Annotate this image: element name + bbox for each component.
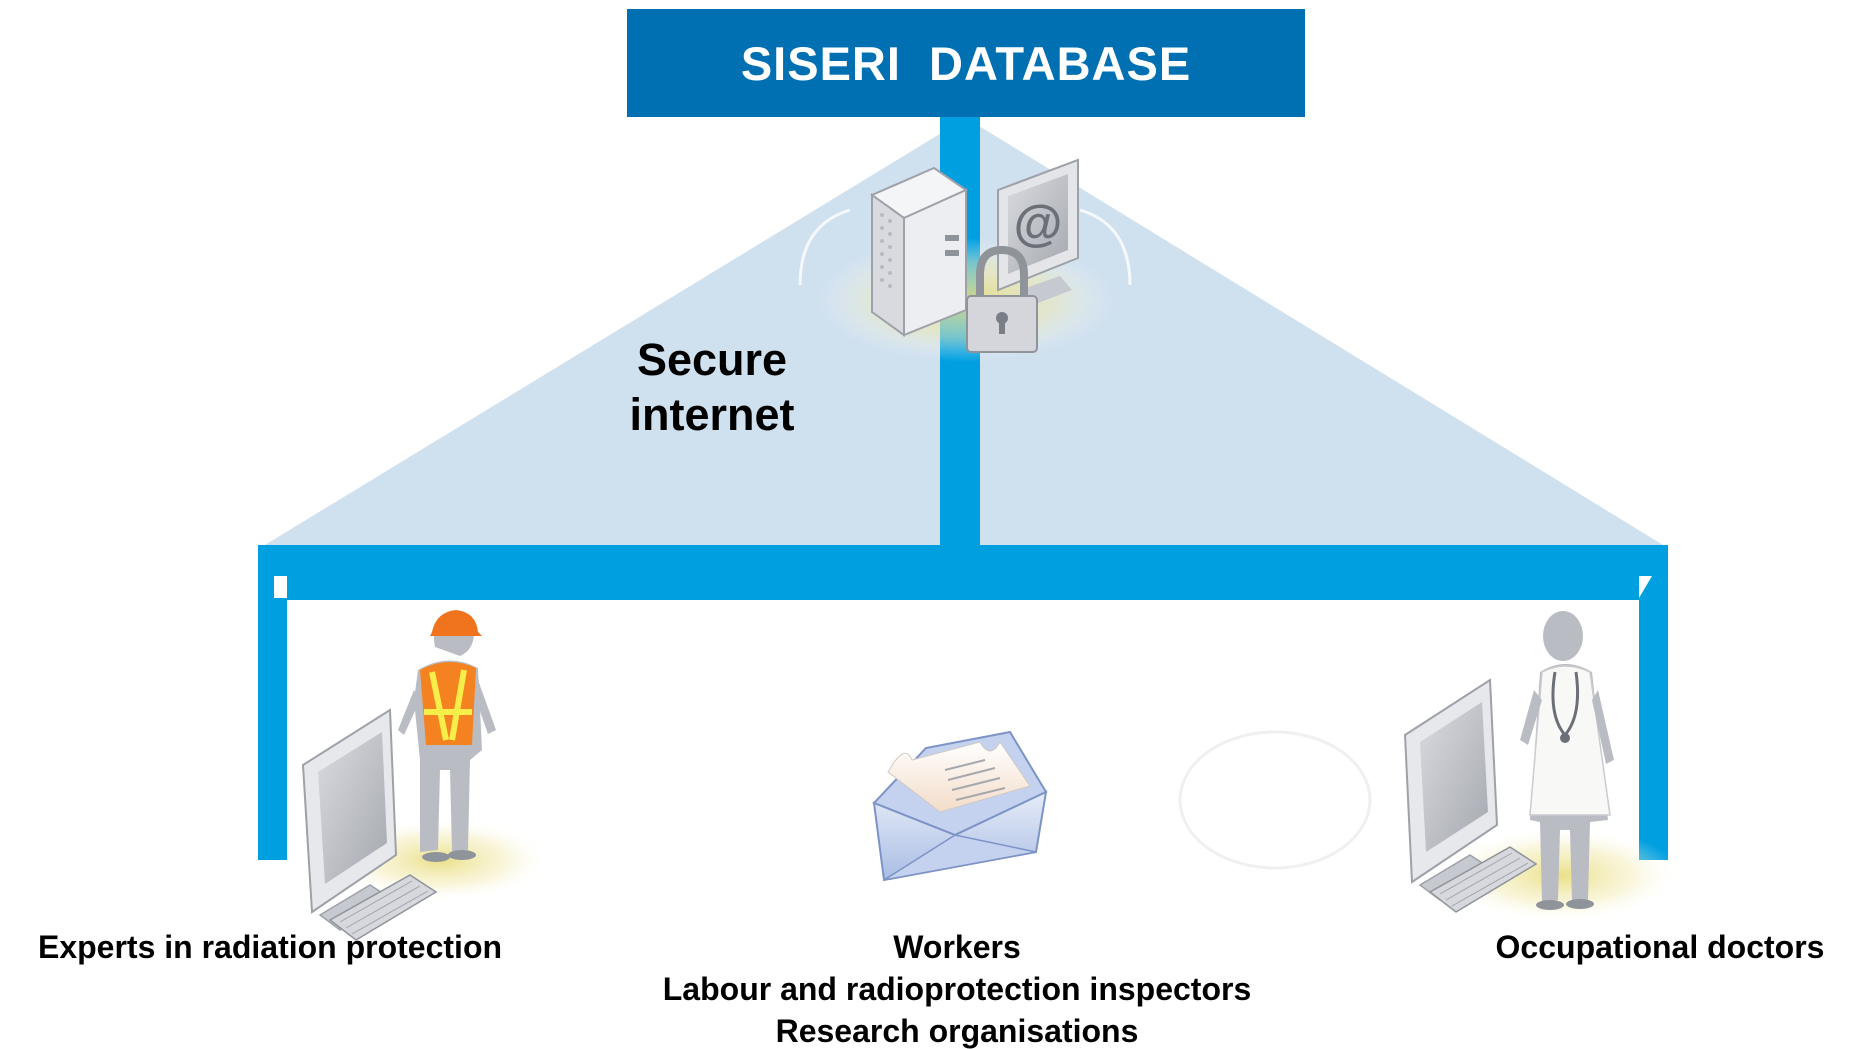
database-header-box [627,9,1305,117]
right-bus-arrow-tip [1639,576,1652,598]
experts-label: Experts in radiation protection [38,929,502,965]
doctor-icon [1520,611,1614,910]
occupational-doctor-station [1403,611,1680,923]
construction-worker-icon [398,610,496,862]
right-drop-line [1639,545,1668,860]
at-sign-symbol: @ [1014,195,1063,251]
secure-internet-label-line2: internet [629,389,794,440]
desktop-computer-icon [301,708,438,941]
research-label: Research organisations [776,1013,1139,1049]
secure-internet-label-line1: Secure [637,334,787,385]
desktop-computer-icon [1403,678,1538,913]
lab-coat-icon [1529,665,1611,816]
doctors-label: Occupational doctors [1496,929,1825,965]
inspectors-label: Labour and radioprotection inspectors [663,971,1252,1007]
padlock-icon [966,245,1038,353]
database-title: SISERI DATABASE [741,37,1191,90]
radiation-expert-station [301,610,550,941]
hard-hat-icon [430,610,482,636]
left-bus-arrow-tip [274,576,287,598]
database-header: SISERI DATABASE [627,9,1305,117]
right-glow [1440,827,1680,923]
horizontal-bus [258,545,1668,600]
secure-server-icon: @ [798,158,1132,362]
workers-label: Workers [893,929,1020,965]
safety-vest-icon [420,661,476,745]
open-envelope-letter-icon [872,730,1048,882]
right-faint-ring [1178,730,1372,870]
server-tower-icon [869,166,969,337]
